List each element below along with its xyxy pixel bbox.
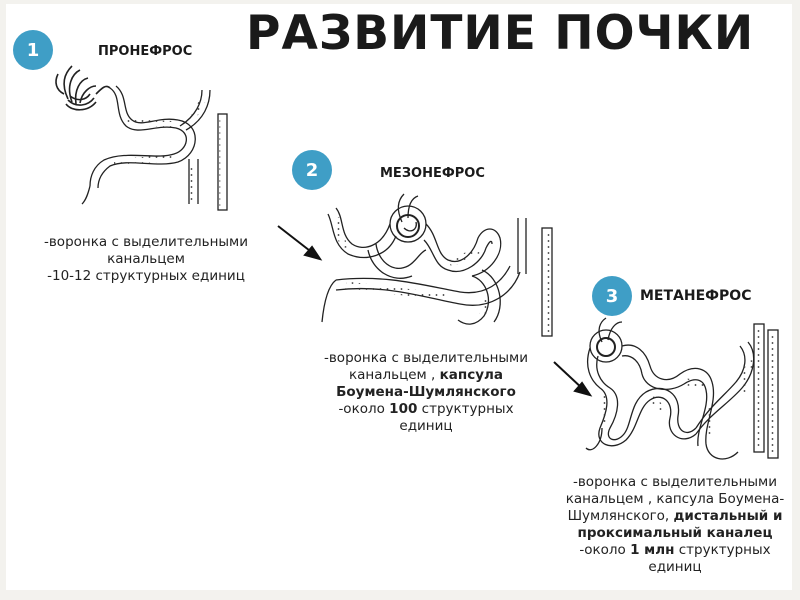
metanephros-duct: [753, 323, 779, 459]
stage-2-title: МЕЗОНЕФРОС: [380, 166, 485, 181]
stage-3-line-1: -воронка с выделительными: [572, 474, 778, 490]
stage-1-line-3: -10-12 структурных единиц: [47, 268, 245, 284]
mesonephros-capsule: [389, 193, 427, 243]
stage-3-line-5-bold: 1 млн: [630, 542, 675, 558]
stage-2-line-4-pre: -около: [338, 401, 385, 417]
pronephros-cells: [113, 96, 207, 165]
mesonephros-drawing: [321, 193, 553, 337]
stage-2-line-3: Боумена-Шумлянского: [306, 384, 546, 401]
stage-3-line-5-post: структурных: [678, 542, 771, 558]
stage-2-line-4: -около 100 структурных: [306, 401, 546, 418]
stage-2-line-4-bold: 100: [389, 401, 418, 417]
mesonephros-tubule: [321, 207, 521, 325]
stage-3-description: -воронка с выделительными канальцем , ка…: [558, 474, 792, 576]
mesonephros-duct: [517, 218, 553, 337]
metanephros-capsule: [589, 317, 623, 363]
stage-2-line-2-plain: канальцем ,: [348, 367, 436, 383]
kidney-development-illustration: [55, 65, 779, 460]
stage-1-badge: 1: [13, 30, 53, 70]
stage-2-line-2: канальцем , капсула: [306, 367, 546, 384]
stage-3-line-4: проксимальный каналец: [558, 525, 792, 542]
stage-2-line-5: единиц: [399, 418, 453, 434]
stage-2-description: -воронка с выделительными канальцем , ка…: [306, 350, 546, 435]
pronephros-duct: [188, 113, 228, 211]
pronephros-drawing: [55, 65, 228, 211]
stage-1-line-1: -воронка с выделительными: [43, 234, 249, 250]
stage-2-line-3-bold: Боумена-Шумлянского: [336, 384, 516, 400]
stage-1-line-2: канальцем: [107, 251, 185, 267]
stage-3-line-3-bold: дистальный и: [673, 508, 783, 524]
stage-3-title: МЕТАНЕФРОС: [640, 288, 752, 304]
stage-3-line-3: Шумлянского, дистальный и: [558, 508, 792, 525]
slide-title: РАЗВИТИЕ ПОЧКИ: [246, 6, 755, 61]
arrow-to-metanephros: [553, 361, 593, 397]
stage-3-line-5: -около 1 млн структурных: [558, 542, 792, 559]
slide-canvas: РАЗВИТИЕ ПОЧКИ: [6, 4, 792, 590]
stage-3-line-4-bold: проксимальный каналец: [577, 525, 773, 541]
stage-3-line-2: канальцем , капсула Боумена-: [565, 491, 785, 507]
metanephros-drawing: [585, 317, 779, 460]
stage-3-line-3-plain: Шумлянского,: [567, 508, 670, 524]
stage-1-description: -воронка с выделительными канальцем -10-…: [30, 234, 262, 285]
stage-2-line-4-post: структурных: [421, 401, 514, 417]
stage-3-badge: 3: [592, 276, 632, 316]
stage-2-line-2-bold: капсула: [439, 367, 504, 383]
arrow-to-mesonephros: [277, 225, 323, 261]
stage-2-line-1: -воронка с выделительными: [323, 350, 529, 366]
stage-1-title: ПРОНЕФРОС: [98, 44, 193, 59]
stage-3-line-5-pre: -около: [579, 542, 626, 558]
metanephros-tubule: [585, 341, 755, 460]
stage-3-line-6: единиц: [648, 559, 702, 575]
stage-2-badge: 2: [292, 150, 332, 190]
pronephros-funnel: [55, 65, 111, 111]
